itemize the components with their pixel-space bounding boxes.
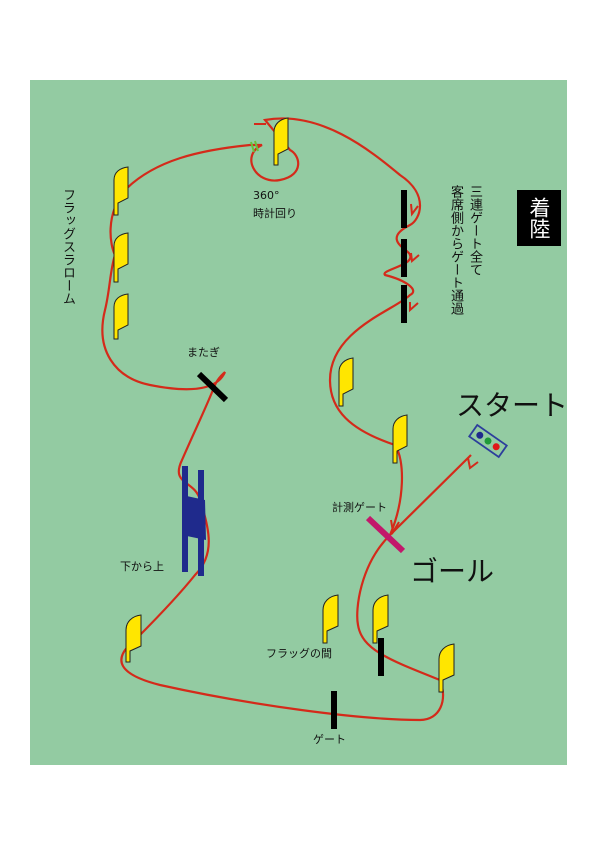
timing-gate [365,515,406,554]
label-between-flags: フラッグの間 [266,647,332,660]
landing-label: 着陸 [517,190,561,246]
label-straddle: またぎ [187,346,220,359]
flag-slalom-2 [113,232,129,283]
straddle-gate [196,371,229,403]
flag-slalom-3 [113,293,129,340]
flag-route-2 [392,414,408,464]
arrowhead-goal [390,519,400,535]
label-gate: ゲート [313,733,346,746]
arrowhead-start [467,457,479,470]
flag-route-1 [338,357,354,407]
flag-slalom-1 [113,166,129,216]
gate-between-flags [378,638,384,676]
label-start: スタート [456,389,569,422]
triple-gate-3 [401,285,407,323]
label-triple-gate-2: 客席側からゲート通過 [448,185,463,315]
flight-route [101,117,472,722]
flag-bottom-right [438,643,455,693]
triple-gate-2 [401,239,407,277]
arrowhead-gate3 [409,302,419,313]
label-goal: ゴール [410,555,495,588]
ladder-obstacle [182,466,206,576]
triple-gate-1 [401,190,407,228]
label-flag-slalom: フラッグスラローム [60,188,75,305]
label-360: 360° [253,189,280,202]
bottom-gate [331,691,337,729]
signal-light-green [484,437,492,445]
flag-between-2 [372,594,389,644]
signal-light-blue [476,431,484,439]
start-signal [467,423,509,459]
loop-marker [250,140,259,153]
label-timing-gate: 計測ゲート [332,501,387,514]
label-bottom-to-top: 下から上 [120,560,164,573]
arrowhead-gate1 [410,203,419,217]
flag-360 [273,117,289,166]
label-clockwise: 時計回り [253,207,297,220]
signal-light-red [492,443,500,451]
arrowhead-gate2 [410,252,420,263]
flag-bottom-left [125,614,142,663]
label-triple-gate-1: 三連ゲート全て [467,185,482,276]
flag-between-1 [322,594,339,644]
